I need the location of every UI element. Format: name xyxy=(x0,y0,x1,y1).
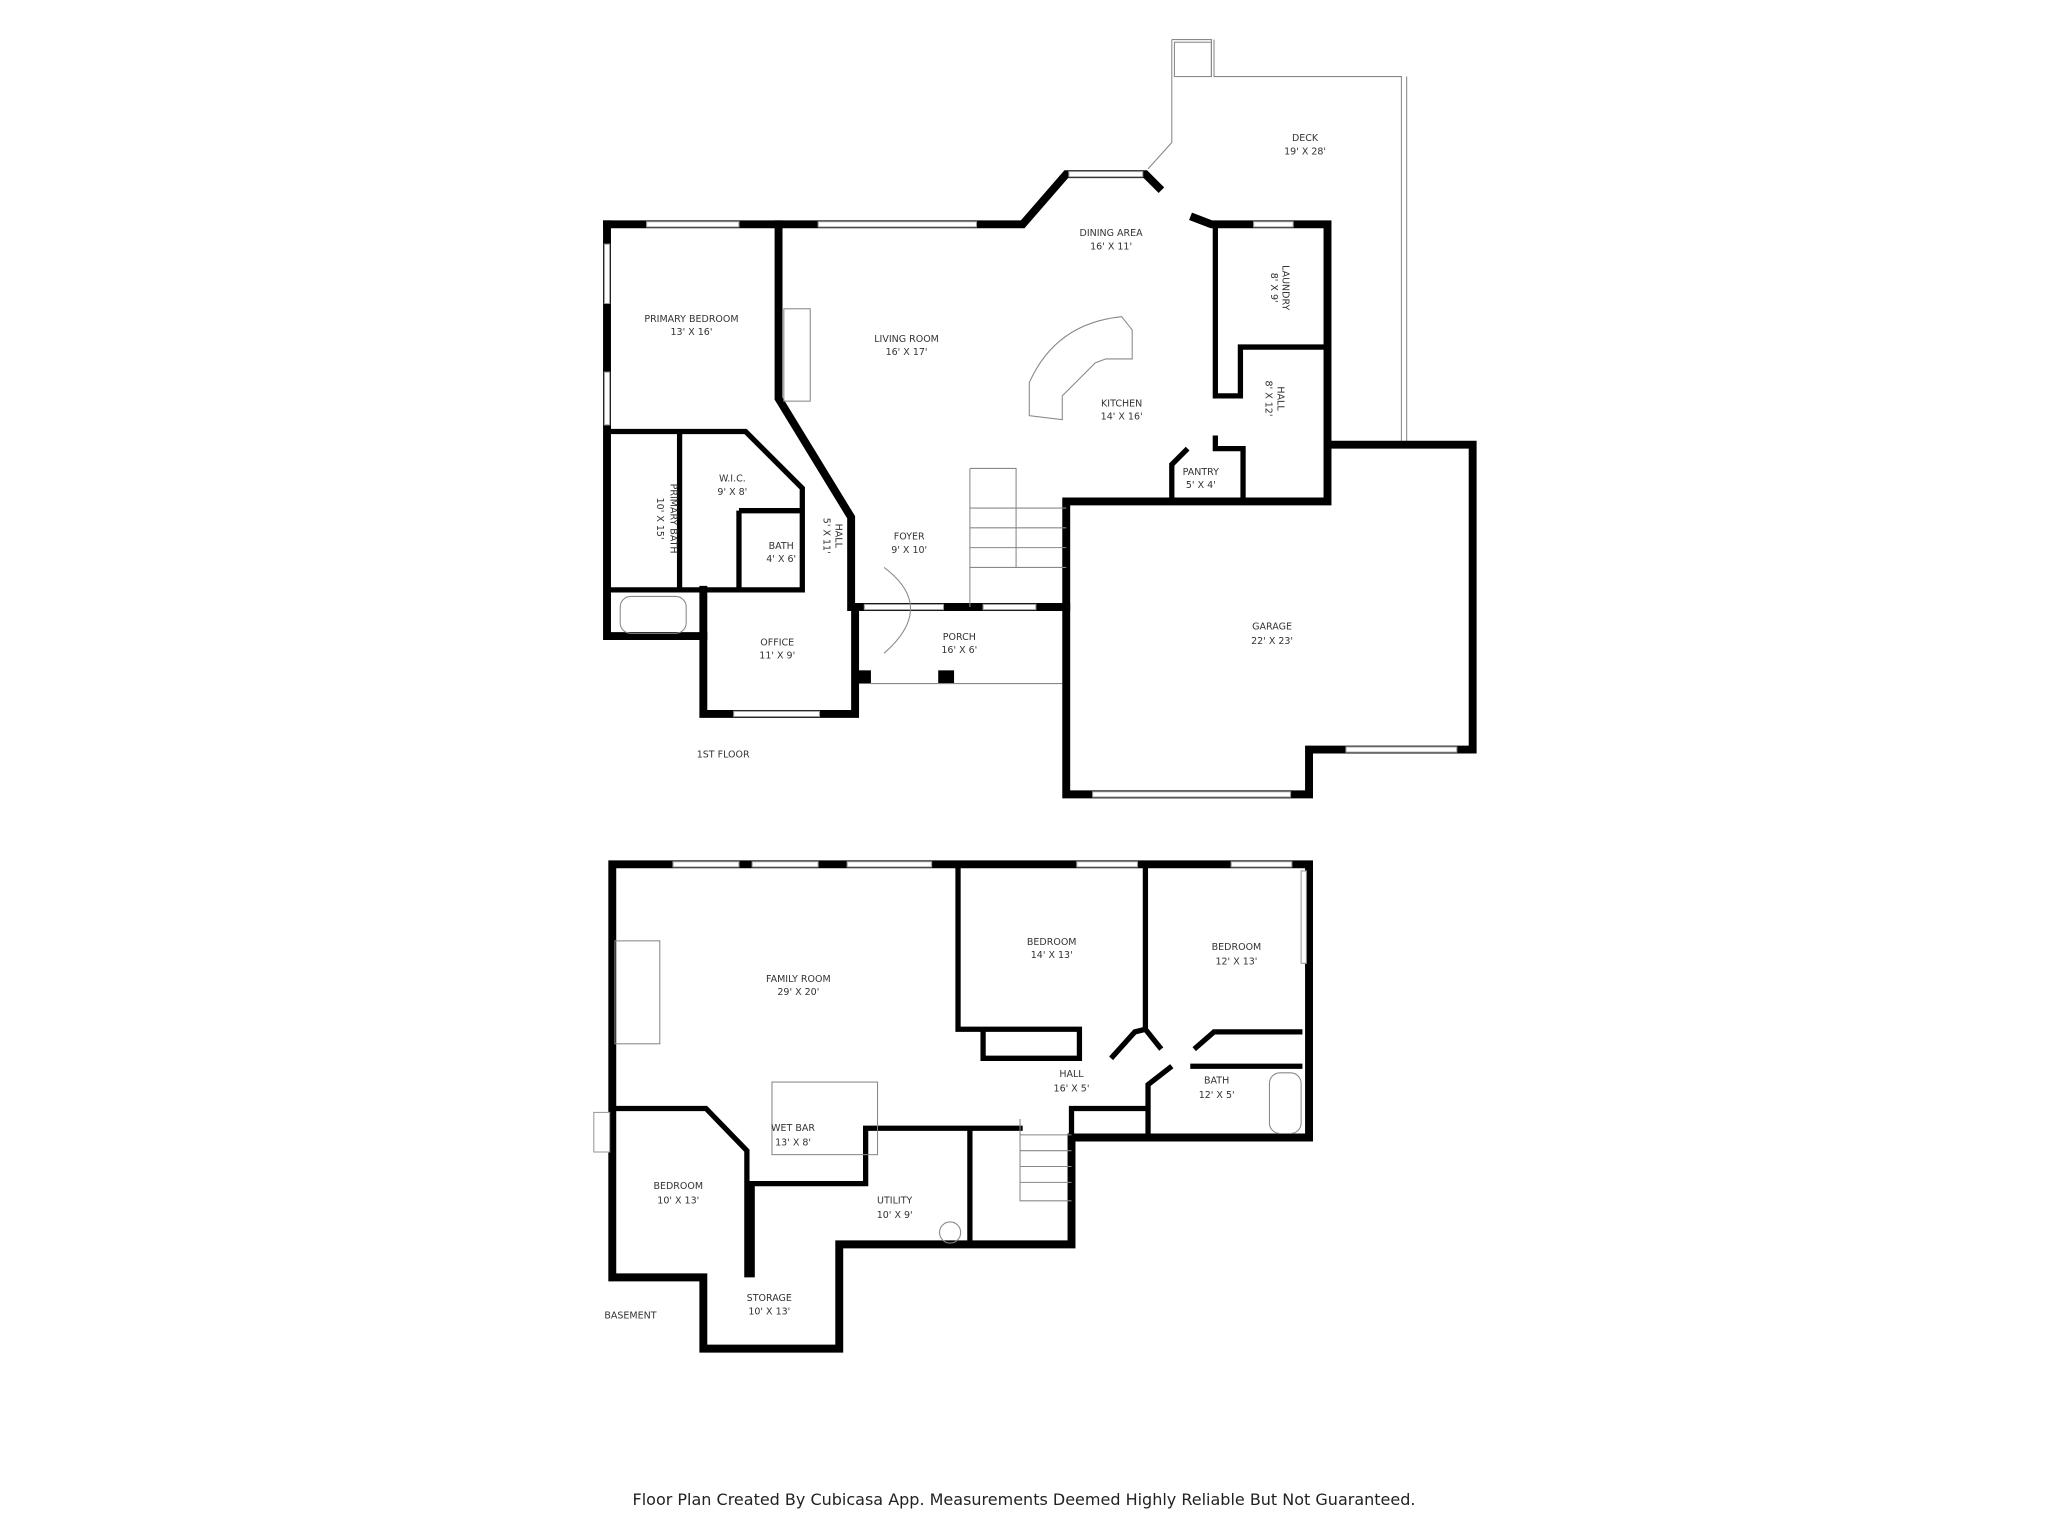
room-name-hall: HALL xyxy=(1274,386,1285,411)
wall-west xyxy=(603,220,708,640)
window xyxy=(593,1111,611,1153)
deck-outline xyxy=(1147,39,1408,445)
window xyxy=(863,603,945,611)
room-name-storage: STORAGE xyxy=(747,1293,792,1304)
room-size-storage: 10' X 13' xyxy=(748,1306,790,1317)
water-heater-icon xyxy=(939,1221,962,1244)
wall-outer xyxy=(608,860,1313,1353)
room-size-hall-2: 5' X 11' xyxy=(820,518,831,554)
stairs xyxy=(1019,1119,1072,1202)
wall-hall-bath xyxy=(1068,1063,1303,1138)
room-name-wet-bar: WET BAR xyxy=(771,1123,815,1134)
fireplace xyxy=(783,308,811,402)
room-size-wet-bar: 13' X 8' xyxy=(775,1137,811,1148)
room-name-living: LIVING ROOM xyxy=(874,334,939,345)
wall-bedrooms xyxy=(955,864,1303,1061)
room-size-porch: 16' X 6' xyxy=(941,645,977,656)
room-size-bath: 4' X 6' xyxy=(766,554,796,565)
window xyxy=(603,243,611,305)
room-name-dining: DINING AREA xyxy=(1080,228,1144,239)
deck-stairs xyxy=(1173,41,1212,78)
room-size-living: 16' X 17' xyxy=(886,347,928,358)
window xyxy=(846,861,933,868)
room-name-primary-bedroom: PRIMARY BEDROOM xyxy=(644,314,738,325)
room-name-hall: HALL xyxy=(1059,1069,1084,1080)
first-floor-room-labels: DECK 19' X 28' DINING AREA 16' X 11' LAU… xyxy=(644,133,1326,661)
room-size-laundry: 8' X 9' xyxy=(1268,273,1279,303)
room-size-hall: 16' X 5' xyxy=(1054,1083,1090,1094)
room-size-office: 11' X 9' xyxy=(759,650,795,661)
kitchen-island xyxy=(1028,316,1133,421)
room-size-bedroom-3: 10' X 13' xyxy=(657,1195,699,1206)
room-size-bath: 12' X 5' xyxy=(1199,1090,1235,1101)
room-size-foyer: 9' X 10' xyxy=(891,545,927,556)
window xyxy=(1230,861,1293,868)
room-size-pantry: 5' X 4' xyxy=(1186,480,1216,491)
room-size-utility: 10' X 9' xyxy=(877,1210,913,1221)
room-name-office: OFFICE xyxy=(760,637,794,648)
basement-plan: BASEMENT xyxy=(593,860,1313,1353)
room-size-family-room: 29' X 20' xyxy=(777,987,819,998)
porch-post xyxy=(855,670,871,684)
room-name-bedroom-3: BEDROOM xyxy=(653,1181,703,1192)
footer-disclaimer: Floor Plan Created By Cubicasa App. Meas… xyxy=(632,1490,1416,1509)
basement-label: BASEMENT xyxy=(604,1310,656,1321)
room-name-family-room: FAMILY ROOM xyxy=(766,974,831,985)
first-floor-label: 1ST FLOOR xyxy=(697,749,750,760)
wall-stairs xyxy=(969,467,1067,608)
window xyxy=(751,861,819,868)
room-size-primary-bath: 10' X 15' xyxy=(654,498,665,540)
wall-primary-bath xyxy=(607,428,805,593)
room-name-pantry: PANTRY xyxy=(1183,467,1220,478)
window xyxy=(982,603,1037,611)
window xyxy=(1068,171,1144,178)
window xyxy=(1076,861,1139,868)
room-size-bedroom-2: 12' X 13' xyxy=(1215,957,1257,968)
room-name-wic: W.I.C. xyxy=(719,474,746,485)
room-size-garage: 22' X 23' xyxy=(1251,636,1293,647)
bathtub xyxy=(619,595,687,634)
room-size-hall: 8' X 12' xyxy=(1262,381,1273,417)
porch-post xyxy=(938,670,955,684)
fireplace xyxy=(614,940,661,1045)
room-name-utility: UTILITY xyxy=(877,1195,912,1206)
window xyxy=(733,710,820,718)
window xyxy=(1345,746,1458,753)
wall-kitchen-east xyxy=(1169,224,1328,502)
room-size-wic: 9' X 8' xyxy=(717,487,747,498)
window xyxy=(1253,221,1294,228)
room-name-bath: BATH xyxy=(769,541,794,552)
room-size-primary-bedroom: 13' X 16' xyxy=(670,327,712,338)
room-name-laundry: LAUNDRY xyxy=(1280,265,1291,310)
wet-bar-counter xyxy=(771,1081,879,1156)
room-size-dining: 16' X 11' xyxy=(1090,241,1132,252)
window xyxy=(1092,791,1292,798)
wall-lower-bedroom xyxy=(612,1105,1023,1278)
room-name-hall-2: HALL xyxy=(832,524,843,549)
room-name-primary-bath: PRIMARY BATH xyxy=(667,484,678,554)
window xyxy=(646,221,740,228)
bathtub xyxy=(1268,1072,1302,1135)
room-name-garage: GARAGE xyxy=(1252,621,1292,632)
room-size-deck: 19' X 28' xyxy=(1284,146,1326,157)
first-floor-plan: 1ST FLOOR xyxy=(603,39,1477,799)
room-size-bedroom-1: 14' X 13' xyxy=(1031,950,1073,961)
room-name-deck: DECK xyxy=(1292,133,1319,144)
entry-door xyxy=(883,567,911,654)
window xyxy=(817,221,978,228)
room-size-kitchen: 14' X 16' xyxy=(1101,412,1143,423)
room-name-bedroom-1: BEDROOM xyxy=(1027,937,1077,948)
room-name-bedroom-2: BEDROOM xyxy=(1212,942,1262,953)
room-name-foyer: FOYER xyxy=(894,532,925,543)
window xyxy=(603,371,611,426)
window xyxy=(672,861,740,868)
basement-room-labels: FAMILY ROOM 29' X 20' BEDROOM 14' X 13' … xyxy=(653,937,1261,1317)
room-name-bath: BATH xyxy=(1204,1075,1229,1086)
window xyxy=(1300,870,1307,964)
room-name-kitchen: KITCHEN xyxy=(1101,398,1142,409)
room-name-porch: PORCH xyxy=(943,632,976,643)
